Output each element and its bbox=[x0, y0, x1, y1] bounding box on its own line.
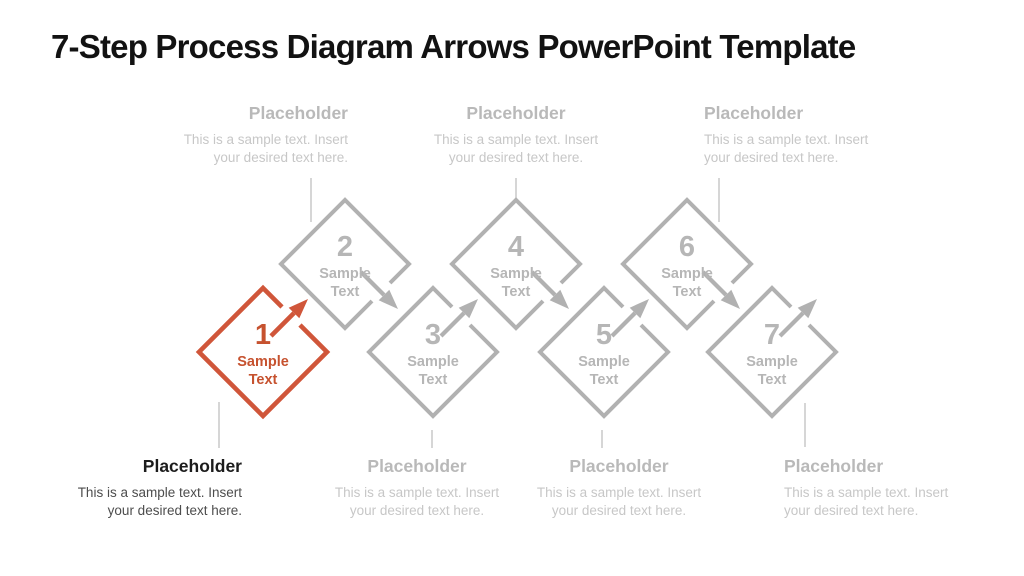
callout-title: Placeholder bbox=[569, 456, 669, 476]
arrow-icon bbox=[610, 299, 649, 338]
slide-title: 7-Step Process Diagram Arrows PowerPoint… bbox=[51, 28, 856, 65]
callout-body-line1: This is a sample text. Insert bbox=[784, 485, 949, 500]
callout-bottom-3: Placeholder This is a sample text. Inser… bbox=[514, 455, 724, 520]
callout-title: Placeholder bbox=[248, 103, 348, 123]
callout-title: Placeholder bbox=[704, 103, 804, 123]
step-diamond-2: 2 Sample Text bbox=[278, 197, 412, 331]
arrow-icon bbox=[359, 270, 398, 309]
step-diamond-5: 5 Sample Text bbox=[537, 285, 671, 419]
callout-body-line2: your desired text here. bbox=[784, 503, 919, 518]
arrow-icon bbox=[439, 299, 478, 338]
step-diamond-7: 7 Sample Text bbox=[705, 285, 839, 419]
step-label-line1: Sample bbox=[319, 266, 371, 282]
step-label-line2: Text bbox=[758, 372, 787, 388]
callout-title: Placeholder bbox=[142, 456, 242, 476]
diamond-outline bbox=[705, 285, 839, 419]
callout-title: Placeholder bbox=[466, 103, 566, 123]
diamond-outline bbox=[537, 285, 671, 419]
callout-top-2: Placeholder This is a sample text. Inser… bbox=[411, 102, 621, 167]
step-number: 1 bbox=[255, 319, 271, 351]
callout-body-line2: your desired text here. bbox=[448, 150, 584, 165]
diamond-outline bbox=[449, 197, 583, 331]
arrow-icon bbox=[530, 270, 569, 309]
step-label-line1: Sample bbox=[490, 266, 542, 282]
callout-body-line1: This is a sample text. Insert bbox=[77, 485, 242, 500]
step-number: 2 bbox=[337, 231, 353, 263]
callout-bottom-2: Placeholder This is a sample text. Inser… bbox=[312, 455, 522, 520]
diamond-outline bbox=[278, 197, 412, 331]
step-label-line2: Text bbox=[419, 372, 448, 388]
step-label-line2: Text bbox=[590, 372, 619, 388]
callout-body-line1: This is a sample text. Insert bbox=[334, 485, 500, 500]
diamond-outline bbox=[195, 284, 331, 420]
callout-bottom-4: Placeholder This is a sample text. Inser… bbox=[784, 455, 994, 520]
step-diamond-4: 4 Sample Text bbox=[449, 197, 583, 331]
arrow-icon bbox=[701, 270, 740, 309]
step-label-line1: Sample bbox=[661, 266, 713, 282]
callout-body: This is a sample text. Insert your desir… bbox=[704, 131, 914, 167]
diamond-outline bbox=[620, 197, 754, 331]
arrow-icon bbox=[269, 299, 308, 338]
callout-title: Placeholder bbox=[784, 456, 884, 476]
step-label-line2: Text bbox=[502, 284, 531, 300]
step-diamond-1: 1 Sample Text bbox=[195, 284, 331, 420]
callout-body-line1: This is a sample text. Insert bbox=[183, 132, 348, 147]
diamond-outline bbox=[366, 285, 500, 419]
callout-body-line2: your desired text here. bbox=[704, 150, 839, 165]
step-diamond-6: 6 Sample Text bbox=[620, 197, 754, 331]
callout-body-line2: your desired text here. bbox=[349, 503, 485, 518]
callout-body-line1: This is a sample text. Insert bbox=[433, 132, 599, 147]
step-label-line2: Text bbox=[249, 372, 278, 388]
callout-body-line1: This is a sample text. Insert bbox=[704, 132, 869, 147]
step-number: 4 bbox=[508, 231, 524, 263]
step-label-line1: Sample bbox=[407, 354, 459, 370]
callout-body: This is a sample text. Insert your desir… bbox=[138, 131, 348, 167]
step-label-line1: Sample bbox=[746, 354, 798, 370]
callout-top-3: Placeholder This is a sample text. Inser… bbox=[704, 102, 914, 167]
callout-body-line1: This is a sample text. Insert bbox=[536, 485, 702, 500]
arrow-icon bbox=[778, 299, 817, 338]
callout-body: This is a sample text. Insert your desir… bbox=[411, 131, 621, 167]
step-diamond-3: 3 Sample Text bbox=[366, 285, 500, 419]
callout-body-line2: your desired text here. bbox=[551, 503, 687, 518]
step-number: 3 bbox=[425, 319, 441, 351]
step-label-line1: Sample bbox=[578, 354, 630, 370]
step-number: 7 bbox=[764, 319, 780, 351]
callout-title: Placeholder bbox=[367, 456, 467, 476]
callout-body: This is a sample text. Insert your desir… bbox=[312, 484, 522, 520]
callout-body: This is a sample text. Insert your desir… bbox=[514, 484, 724, 520]
step-label-line1: Sample bbox=[237, 354, 289, 370]
step-number: 6 bbox=[679, 231, 695, 263]
callout-body-line2: your desired text here. bbox=[107, 503, 242, 518]
step-label-line2: Text bbox=[331, 284, 360, 300]
callout-top-1: Placeholder This is a sample text. Inser… bbox=[138, 102, 348, 167]
callout-body-line2: your desired text here. bbox=[213, 150, 348, 165]
step-number: 5 bbox=[596, 319, 612, 351]
step-label-line2: Text bbox=[673, 284, 702, 300]
callout-body: This is a sample text. Insert your desir… bbox=[784, 484, 994, 520]
callout-bottom-1: Placeholder This is a sample text. Inser… bbox=[32, 455, 242, 520]
callout-body: This is a sample text. Insert your desir… bbox=[32, 484, 242, 520]
